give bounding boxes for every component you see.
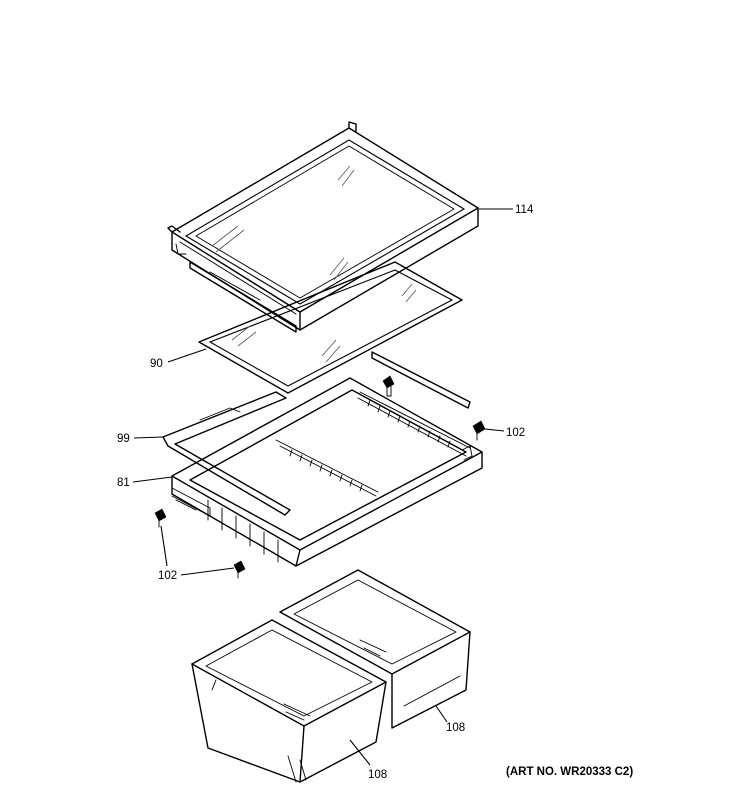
callout-102-right: 102	[506, 427, 525, 439]
clip-left-lower	[233, 560, 246, 579]
callout-90: 90	[150, 358, 163, 370]
shelf-frame-part	[167, 121, 479, 333]
callout-108-rear: 108	[446, 722, 465, 734]
drawer-rear-part	[279, 569, 471, 729]
clip-right	[472, 420, 486, 441]
drawer-front-part	[191, 619, 387, 783]
art-number: (ART NO. WR20333 C2)	[506, 766, 633, 778]
cover-frame-part	[171, 377, 483, 567]
clip-left-upper	[154, 508, 167, 528]
callout-99: 99	[117, 433, 130, 445]
leader-lines	[132, 208, 513, 766]
glass-panel-part	[198, 261, 471, 409]
clip-right-upper	[382, 375, 395, 397]
callout-114: 114	[515, 204, 534, 216]
callout-81: 81	[117, 477, 130, 489]
callout-102-left: 102	[158, 570, 177, 582]
gasket-part	[162, 391, 291, 516]
callout-108-front: 108	[368, 769, 387, 781]
